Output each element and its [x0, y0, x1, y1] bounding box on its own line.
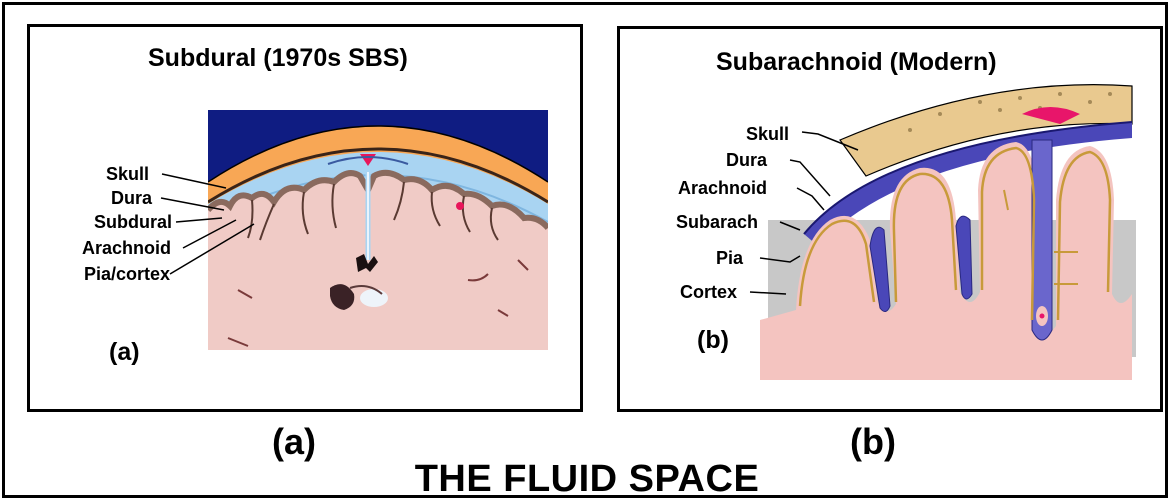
panel-b-label: (b)	[697, 326, 729, 355]
main-title: THE FLUID SPACE	[0, 458, 1174, 501]
bottom-label-b: (b)	[850, 421, 896, 463]
bottom-label-a: (a)	[272, 421, 316, 463]
